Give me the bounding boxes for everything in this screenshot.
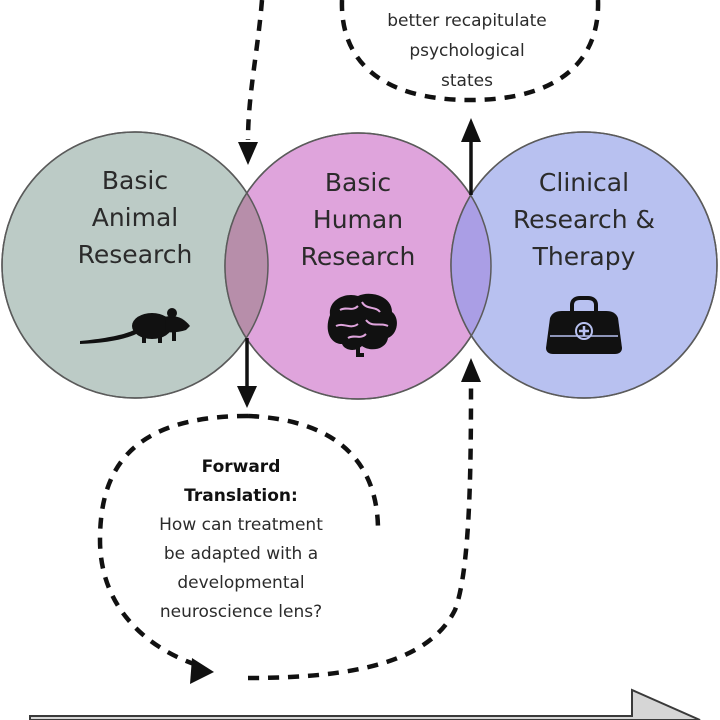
forward-body-line: be adapted with a <box>164 544 318 564</box>
note-line: states <box>441 71 493 91</box>
outline-human <box>224 132 492 400</box>
forward-title-line: Forward <box>202 457 281 477</box>
label-basic-animal-research: Basic Animal Research <box>78 166 193 269</box>
forward-translation-text: Forward Translation: How can treatment b… <box>159 457 323 622</box>
label-line: Therapy <box>532 242 636 271</box>
arrowhead-forward <box>190 658 214 684</box>
brain-icon <box>327 293 397 357</box>
label-line: Research <box>301 242 416 271</box>
label-line: Basic <box>325 168 391 197</box>
timeline-arrow <box>29 688 701 720</box>
forward-body-line: developmental <box>177 573 304 593</box>
rat-icon <box>80 308 190 344</box>
label-basic-human-research: Basic Human Research <box>301 168 416 271</box>
label-line: Research <box>78 240 193 269</box>
reverse-translation-text: better recapitulate psychological states <box>387 11 547 91</box>
label-clinical-research-therapy: Clinical Research & Therapy <box>513 168 655 271</box>
label-line: Human <box>313 205 403 234</box>
label-line: Research & <box>513 205 655 234</box>
note-line: better recapitulate <box>387 11 547 31</box>
medical-bag-icon <box>546 296 622 354</box>
label-line: Basic <box>102 166 168 195</box>
note-line: psychological <box>409 41 524 61</box>
outline-clinical <box>450 131 718 399</box>
forward-body-line: neuroscience lens? <box>160 602 322 622</box>
forward-body-line: How can treatment <box>159 515 323 535</box>
arrowhead-down-top <box>238 142 258 165</box>
label-line: Clinical <box>539 168 629 197</box>
arrowhead-down-bottom <box>237 386 257 408</box>
forward-translation-loop <box>97 413 249 669</box>
forward-title-line: Translation: <box>184 486 298 506</box>
reverse-translation-loop <box>339 0 601 103</box>
reverse-dashed-line <box>245 0 265 141</box>
arrowhead-up-top <box>461 118 481 142</box>
forward-translation-loop-right <box>247 413 381 531</box>
forward-dashed-return <box>247 384 474 681</box>
label-line: Animal <box>92 203 179 232</box>
outline-animal <box>1 131 269 399</box>
arrowhead-up-bottom <box>461 358 481 382</box>
